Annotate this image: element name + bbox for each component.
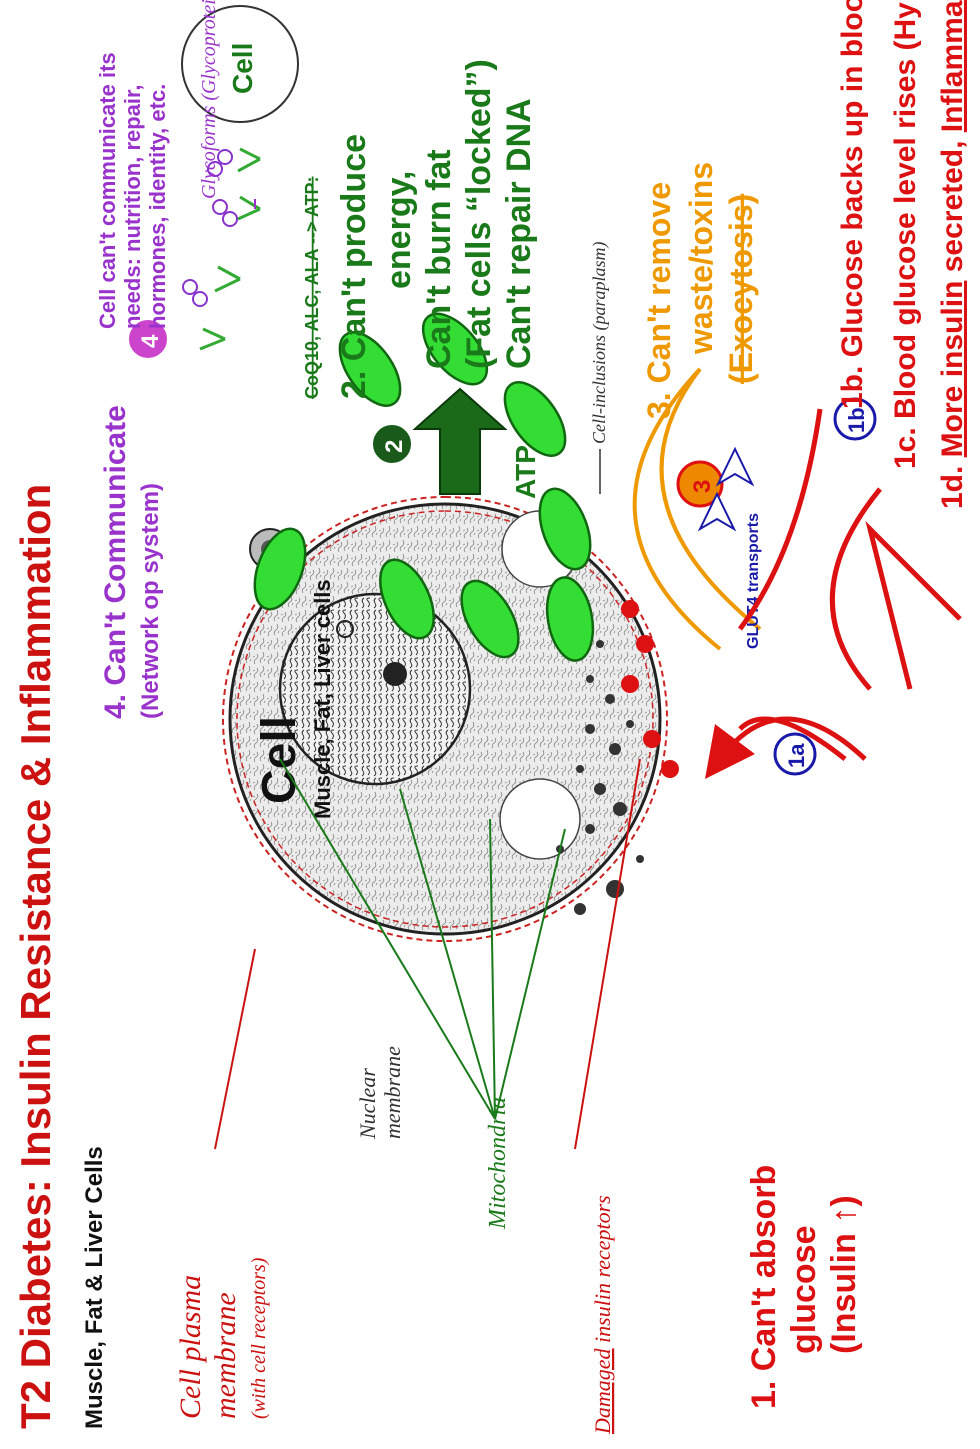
comm-line2: needs: nutrition, repair, — [120, 85, 145, 329]
badge-2-text: 2 — [381, 440, 408, 453]
glycoforms-label: Glycoforms (Glycoproteins) — [198, 0, 220, 199]
badge-3-text: 3 — [689, 480, 716, 493]
badge-4-text: 4 — [137, 334, 164, 348]
mitochondria-label: Mitochondria — [485, 1097, 511, 1230]
badge-1b-text: 1b — [844, 407, 869, 433]
point-4-line1: 4. Can't Communicate — [99, 405, 132, 719]
comm-line1: Cell can't communicate its — [95, 52, 120, 329]
point-4-line2: (Network op system) — [137, 483, 164, 719]
point-1d: 1d. More insulin secreted, Inflammation↑ — [936, 0, 969, 509]
page-subtitle: Muscle, Fat & Liver Cells — [81, 1146, 108, 1429]
point-1b: 1b. Glucose backs up in bloodstream — [836, 0, 869, 409]
plasma-membrane-line1: Cell plasma — [174, 1275, 207, 1419]
point-2-line1: 2. Can't produce — [335, 134, 373, 399]
plasma-membrane-line3: (with cell receptors) — [248, 1257, 270, 1419]
cell-inclusions-label: Cell-inclusions (paraplasm) — [589, 242, 610, 445]
comm-line3: hormones, identity, etc. — [145, 84, 170, 329]
point-1-line3: (Insulin ↑) — [825, 1195, 863, 1354]
rotated-page: T2 Diabetes: Insulin Resistance & Inflam… — [12, 0, 969, 1435]
damaged-receptors-label: Damaged insulin receptors — [590, 1195, 615, 1435]
point-2-line5: Can't repair DNA — [500, 98, 538, 369]
nucleus — [280, 594, 470, 784]
glut4-label: GLUT4 transports — [745, 513, 762, 649]
point-2-line2: energy, — [380, 171, 418, 289]
point-1-line2: glucose — [785, 1226, 823, 1354]
atp-arrow — [415, 389, 505, 494]
badge-1a-text: 1a — [784, 743, 809, 768]
point-3-line3: (Exocytosis) — [723, 194, 759, 384]
plasma-membrane-line2: membrane — [209, 1292, 242, 1419]
point-3-line1: 3. Can't remove — [641, 182, 677, 419]
atp-label: ATP — [510, 445, 541, 499]
point-2-line4: (Fat cells “locked”) — [460, 59, 498, 369]
cell-types-label: Muscle, Fat, Liver cells — [310, 579, 335, 819]
point-1-line1: 1. Can't absorb — [745, 1165, 783, 1409]
point-2-line3: Can't burn fat — [420, 149, 458, 369]
nuclear-label-line1: Nuclear — [355, 1068, 380, 1140]
nuclear-label-line2: membrane — [380, 1046, 405, 1139]
point-1c: 1c. Blood glucose level rises (Hyperglyc… — [889, 0, 922, 469]
struck-nutrients: CoQ10, ALC, ALA --> ATP: — [302, 176, 322, 399]
point-3-line2: waste/toxins — [683, 162, 719, 355]
small-cell-label: Cell — [227, 43, 258, 94]
vacuole — [500, 779, 580, 859]
page-title: T2 Diabetes: Insulin Resistance & Inflam… — [12, 484, 59, 1429]
